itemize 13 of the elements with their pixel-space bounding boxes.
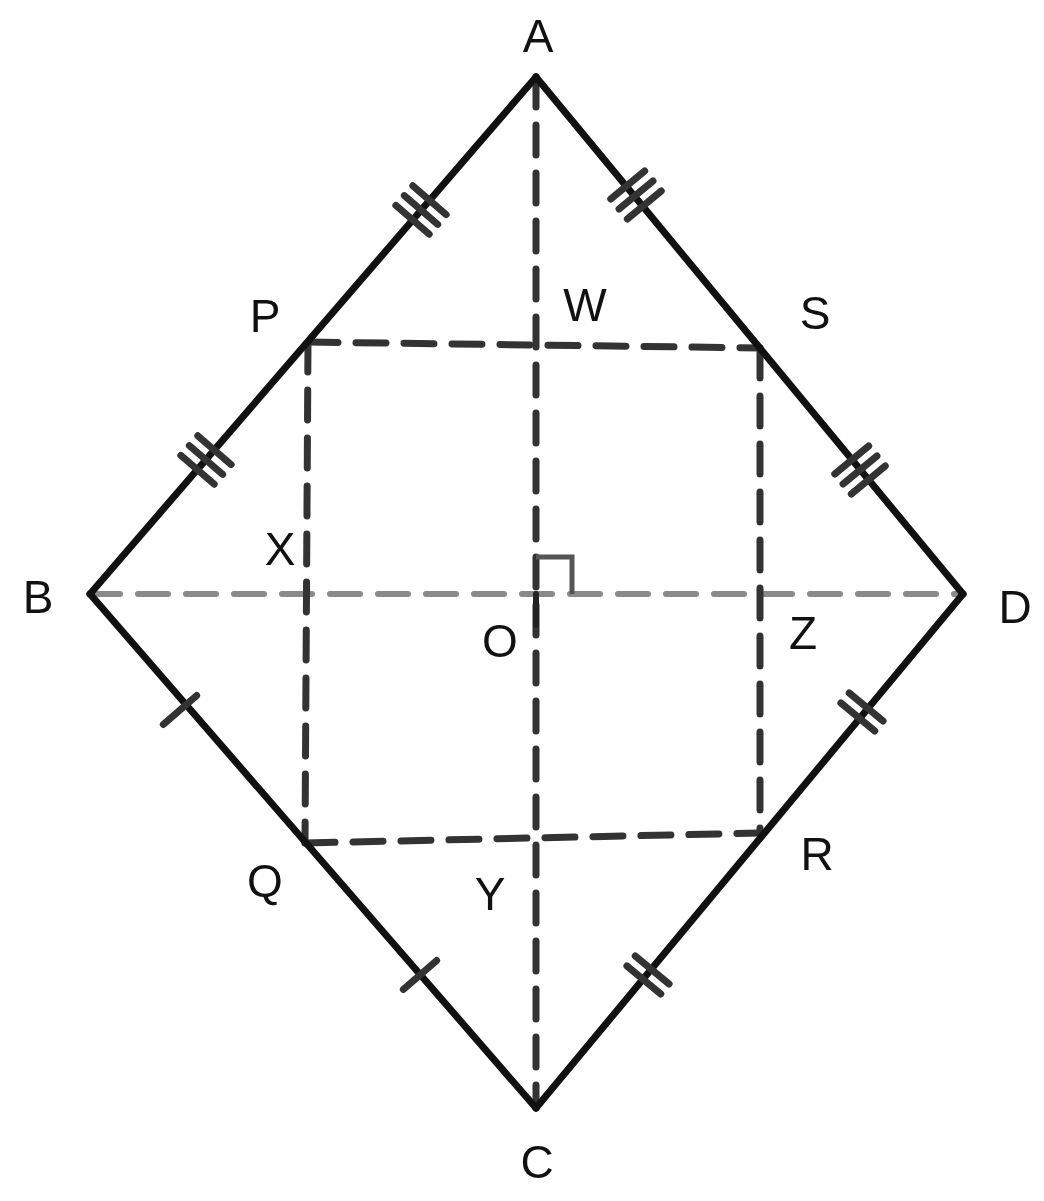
point-label: W bbox=[563, 282, 607, 328]
point-label: Q bbox=[247, 858, 283, 904]
point-label: Z bbox=[788, 610, 818, 656]
point-label: D bbox=[998, 584, 1032, 630]
point-label: O bbox=[482, 618, 518, 664]
point-label: P bbox=[249, 293, 281, 339]
point-label: A bbox=[522, 13, 554, 59]
point-label: S bbox=[799, 290, 831, 336]
point-label: R bbox=[800, 831, 834, 877]
point-label: X bbox=[264, 526, 296, 572]
point-label: C bbox=[520, 1139, 554, 1185]
point-label: B bbox=[22, 574, 54, 620]
point-label: Y bbox=[474, 871, 506, 917]
